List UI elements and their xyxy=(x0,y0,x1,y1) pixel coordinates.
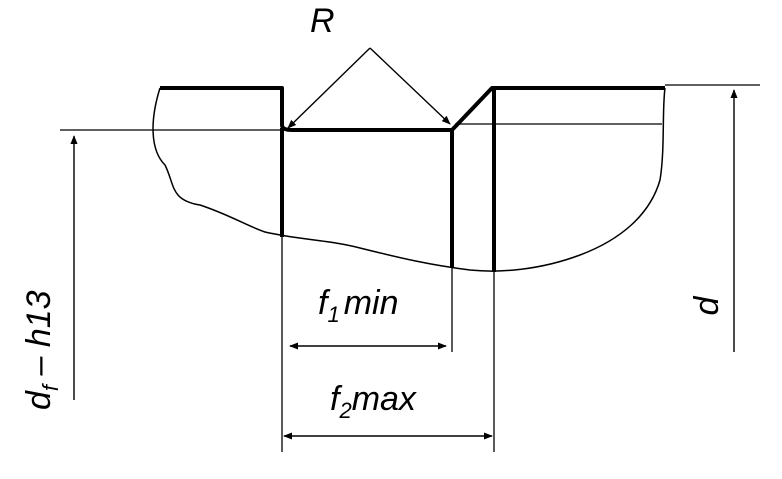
radius-leader-left xyxy=(287,47,371,129)
df-label: df – h13 xyxy=(20,290,63,410)
radius-leader-right xyxy=(369,47,451,125)
groove-profile xyxy=(160,86,665,132)
f2-label: f2max xyxy=(330,380,417,423)
part-break-outline xyxy=(152,87,666,272)
radius-label: R xyxy=(310,2,335,40)
d-label: d xyxy=(688,295,726,315)
